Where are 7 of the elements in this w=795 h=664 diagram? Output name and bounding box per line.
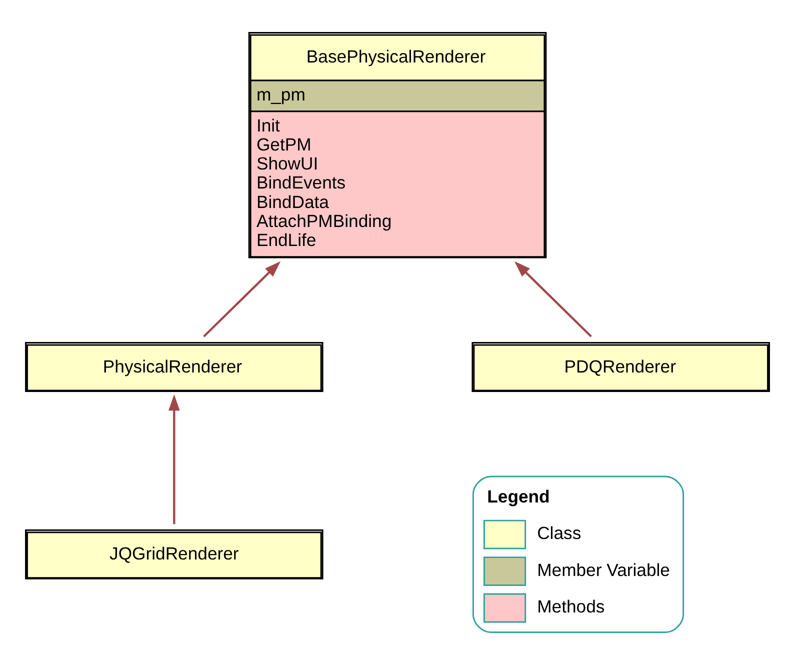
- arrow: [203, 260, 281, 337]
- arrow: [168, 394, 180, 524]
- legend-label: Class: [537, 522, 582, 543]
- label: Legend: [487, 486, 550, 506]
- legend-label: Member Variable: [537, 559, 670, 580]
- arrow: [514, 260, 592, 337]
- legend-label: Methods: [537, 596, 605, 616]
